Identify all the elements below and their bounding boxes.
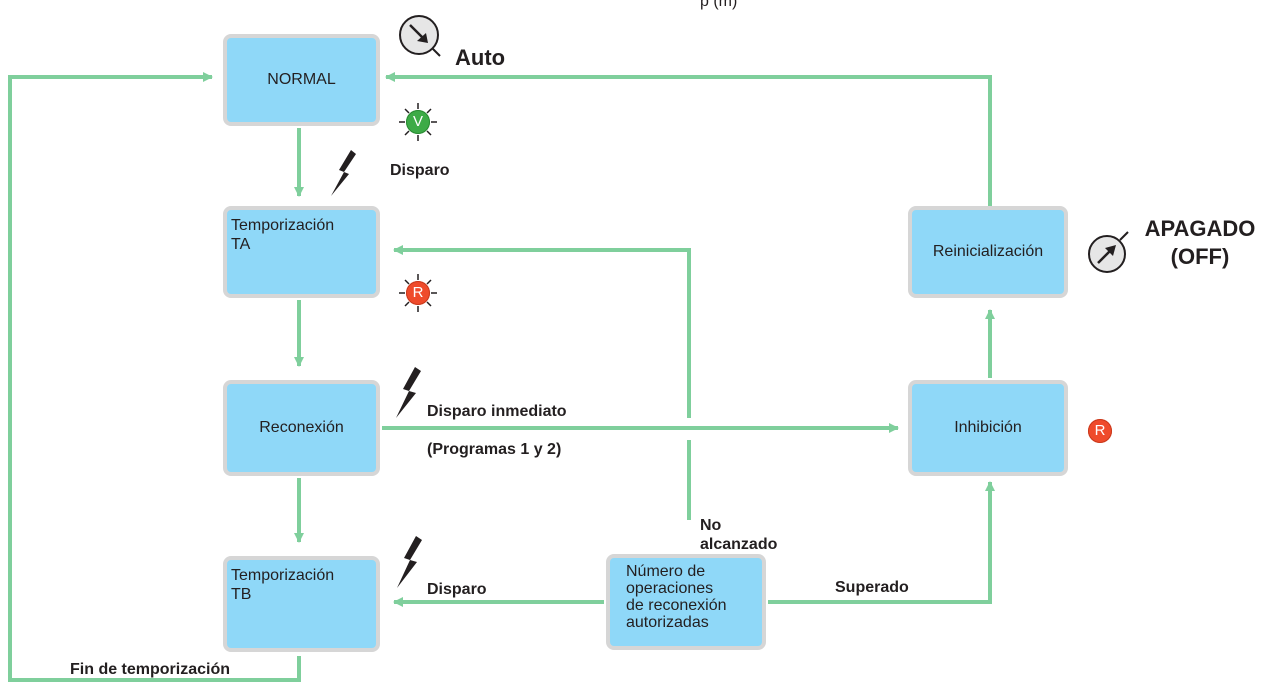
no-alcanzado-label: No alcanzado bbox=[700, 517, 778, 553]
arrow-reinicializacion-to-normal bbox=[385, 72, 992, 206]
led-red-ta: R bbox=[406, 281, 430, 305]
arrow-numero-to-ta bbox=[394, 250, 691, 520]
state-normal: NORMAL bbox=[223, 34, 380, 126]
auto-label: Auto bbox=[455, 45, 506, 70]
arrow-numero-to-inhibicion bbox=[768, 481, 995, 604]
off-label: (OFF) bbox=[1170, 244, 1230, 269]
led-red-inhibicion: R bbox=[1088, 419, 1112, 443]
disparo-label: Disparo bbox=[390, 162, 450, 179]
state-inhibicion: Inhibición bbox=[908, 380, 1068, 476]
state-ta-label: Temporización TA bbox=[231, 217, 335, 253]
state-numero-label: Número de operaciones de reconexión auto… bbox=[626, 563, 727, 631]
lightning-icon bbox=[396, 367, 421, 418]
state-inhibicion-label: Inhibición bbox=[954, 419, 1022, 436]
led-rays-normal bbox=[399, 103, 437, 141]
lightning-icon bbox=[397, 536, 422, 588]
lightning-icon bbox=[331, 150, 356, 196]
state-reinicializacion: Reinicialización bbox=[908, 206, 1068, 298]
fin-temporizacion-label: Fin de temporización bbox=[70, 661, 231, 678]
state-temporizacion-tb: Temporización TB bbox=[223, 556, 380, 652]
disparo-tb-label: Disparo bbox=[427, 581, 487, 598]
header-fragment: p (m) bbox=[700, 0, 738, 10]
state-reconexion-label: Reconexión bbox=[259, 419, 344, 436]
state-numero-operaciones: Número de operaciones de reconexión auto… bbox=[606, 554, 766, 650]
arrow-fin-to-normal bbox=[8, 72, 301, 682]
dial-auto-icon bbox=[399, 15, 441, 57]
dial-off-icon bbox=[1088, 231, 1129, 273]
apagado-label: APAGADO bbox=[1144, 216, 1256, 241]
state-temporizacion-ta: Temporización TA bbox=[223, 206, 380, 298]
state-reinicializacion-label: Reinicialización bbox=[932, 243, 1044, 260]
led-rays-ta bbox=[399, 274, 437, 312]
state-tb-label: Temporización TB bbox=[231, 567, 335, 603]
state-normal-label: NORMAL bbox=[267, 71, 336, 88]
superado-label: Superado bbox=[835, 579, 909, 596]
disparo-inmediato-label: Disparo inmediato bbox=[427, 403, 567, 420]
led-green-normal: V bbox=[406, 110, 430, 134]
programas-label: (Programas 1 y 2) bbox=[427, 441, 562, 458]
state-reconexion: Reconexión bbox=[223, 380, 380, 476]
